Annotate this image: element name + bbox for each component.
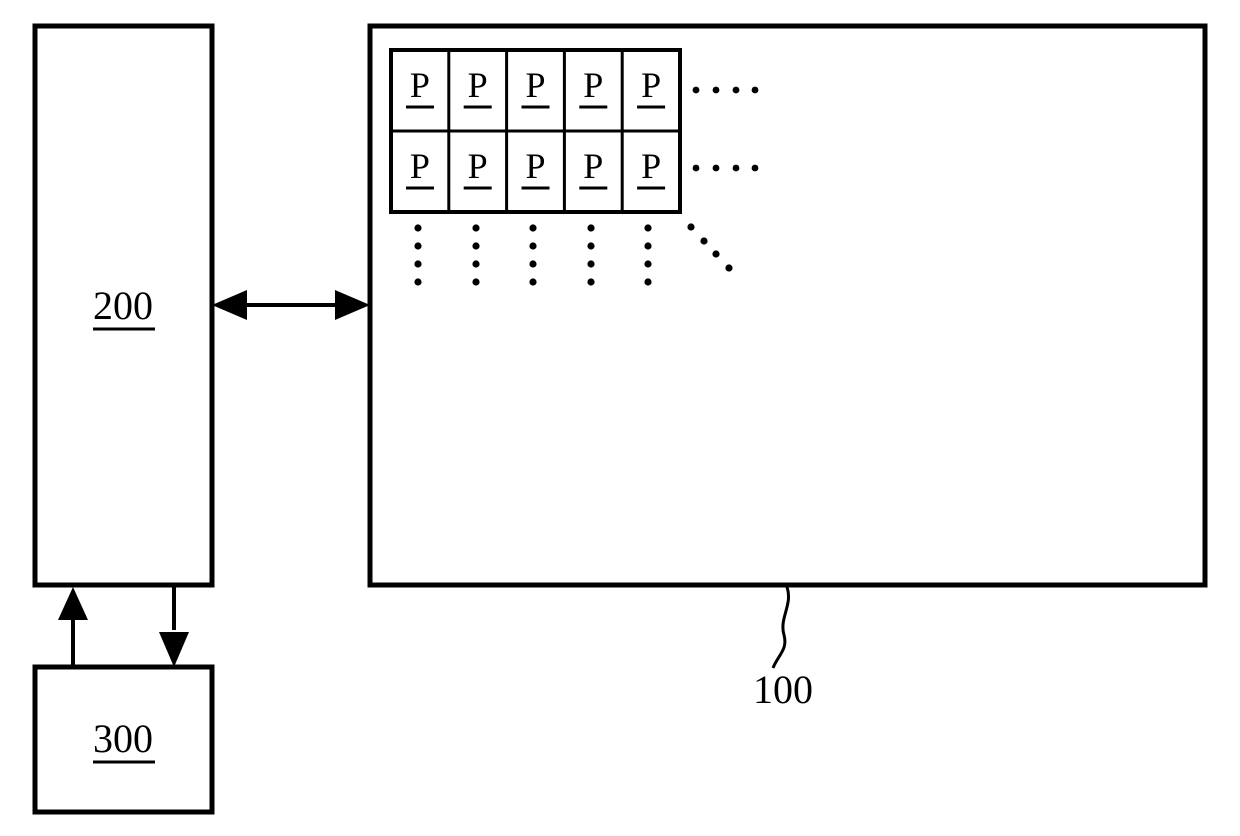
- arrowhead-down: [159, 632, 189, 667]
- page-cell: P: [637, 146, 666, 190]
- page-grid-row: P P P P P: [406, 146, 666, 190]
- controller-block: [32, 23, 215, 588]
- page-cell-label: P: [525, 146, 545, 186]
- column-ellipsis-vertical: [414, 224, 422, 286]
- diagonal-ellipsis: [687, 223, 733, 272]
- page-cell: P: [521, 146, 550, 190]
- connector-controller-to-host: [159, 585, 189, 667]
- page-cell: P: [521, 65, 550, 109]
- page-cell-label: P: [410, 146, 430, 186]
- page-cell-label: P: [641, 146, 661, 186]
- arrowhead-up: [58, 587, 88, 620]
- reference-numeral-300: 300: [93, 716, 153, 761]
- page-cell-label: P: [525, 65, 545, 105]
- page-cell-label: P: [410, 65, 430, 105]
- arrowhead-left: [212, 290, 247, 320]
- row-ellipsis-horizontal: [692, 86, 759, 94]
- page-cell: P: [579, 146, 608, 190]
- page-cell-label: P: [583, 146, 603, 186]
- page-cell-label: P: [641, 65, 661, 105]
- arrowhead-right: [335, 290, 370, 320]
- page-cell-label: P: [468, 65, 488, 105]
- reference-numeral-100: 100: [753, 667, 813, 712]
- page-cell: P: [637, 65, 666, 109]
- memory-array-block: [367, 23, 1208, 588]
- column-ellipsis-vertical: [529, 224, 537, 286]
- page-grid-row: P P P P P: [406, 65, 666, 109]
- column-ellipsis-vertical: [644, 224, 652, 286]
- page-cell: P: [406, 65, 434, 109]
- page-cell: P: [406, 146, 434, 190]
- reference-leader-line-100: [771, 586, 790, 669]
- column-ellipsis-vertical: [587, 224, 595, 286]
- column-ellipsis-vertical: [472, 224, 480, 286]
- row-ellipsis-horizontal: [692, 164, 759, 172]
- page-cell: P: [463, 146, 492, 190]
- page-cell: P: [579, 65, 608, 109]
- connector-controller-array: [212, 290, 370, 320]
- page-cell-label: P: [583, 65, 603, 105]
- page-cell: P: [463, 65, 492, 109]
- page-cell-label: P: [468, 146, 488, 186]
- connector-host-to-controller: [58, 587, 88, 667]
- host-block: [32, 664, 215, 815]
- reference-numeral-200: 200: [93, 283, 153, 328]
